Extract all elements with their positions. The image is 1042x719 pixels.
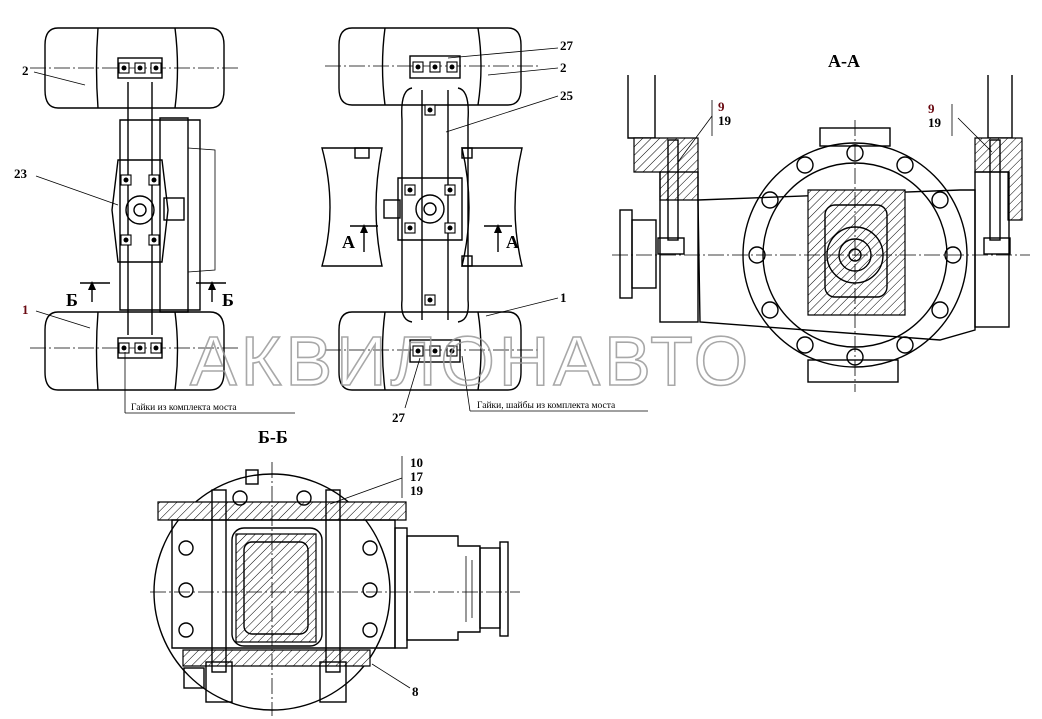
bb-bolt-circle xyxy=(178,490,378,638)
section-aa: А-А xyxy=(612,51,1030,392)
section-aa-title: А-А xyxy=(828,51,860,71)
callout-23: 23 xyxy=(14,166,28,181)
section-mark-b-right: Б xyxy=(222,290,234,310)
middle-upper-wheel xyxy=(325,27,540,106)
callout-2-middle: 2 xyxy=(560,60,567,75)
bb-callout-8: 8 xyxy=(412,684,419,699)
note-left: Гайки из комплекта моста xyxy=(131,402,237,413)
section-bb: Б-Б 10 17 19 8 xyxy=(150,427,520,716)
callout-27-top: 27 xyxy=(560,38,574,53)
aa-callout-9-left: 9 xyxy=(718,99,725,114)
note-middle: Гайки, шайбы из комплекта моста xyxy=(477,400,616,411)
callout-2-left: 2 xyxy=(22,63,29,78)
middle-view: А А 27 2 25 1 27 Гайки, шайбы из комплек… xyxy=(321,27,648,425)
bb-callout-19: 19 xyxy=(410,483,424,498)
callout-1-left: 1 xyxy=(22,302,29,317)
callout-27-bottom: 27 xyxy=(392,410,406,425)
middle-axle-beam xyxy=(383,87,469,323)
middle-lower-wheel xyxy=(325,311,540,391)
bb-callout-10: 10 xyxy=(410,455,423,470)
section-bb-title: Б-Б xyxy=(258,427,288,447)
section-mark-a-left: А xyxy=(342,232,355,252)
callout-1-middle: 1 xyxy=(560,290,567,305)
aa-callout-19-left: 19 xyxy=(718,113,732,128)
aa-callout-19-right: 19 xyxy=(928,115,942,130)
callout-25: 25 xyxy=(560,88,574,103)
left-lower-wheel xyxy=(30,311,240,391)
section-mark-a-right: А xyxy=(506,232,519,252)
bb-callout-17: 17 xyxy=(410,469,424,484)
left-view: Б Б 2 23 1 Гайки из комплекта моста xyxy=(14,27,295,414)
left-axle-beam xyxy=(111,82,185,335)
section-mark-b-left: Б xyxy=(66,290,78,310)
watermark-text: АКВИЛОНАВТО xyxy=(190,322,752,400)
left-upper-wheel xyxy=(30,27,240,109)
aa-callout-9-right: 9 xyxy=(928,101,935,116)
